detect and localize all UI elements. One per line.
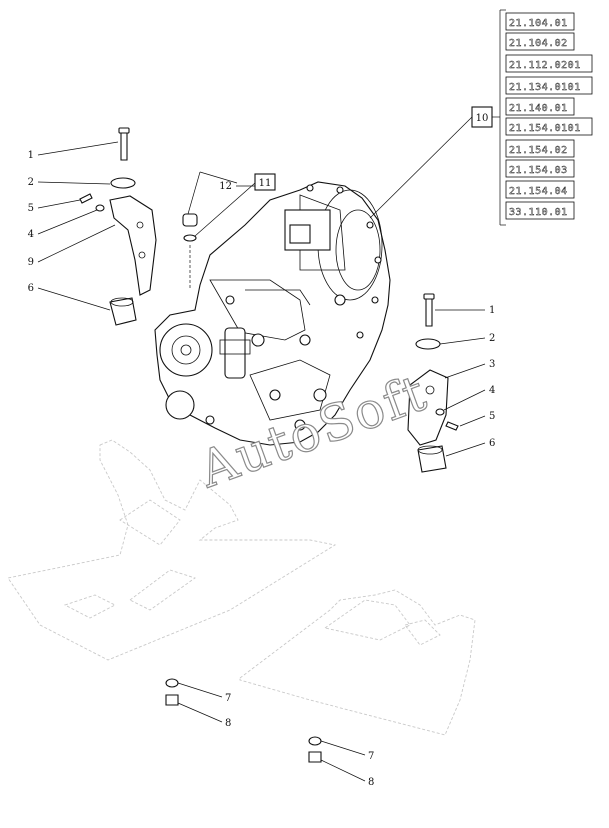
callout-box-11 bbox=[254, 173, 276, 191]
callout-label: 6 bbox=[489, 438, 495, 449]
oring-4-left bbox=[95, 204, 105, 212]
nut-8-lower-left bbox=[165, 694, 179, 706]
callout-label: 7 bbox=[225, 693, 231, 704]
lower-left-callouts: 7 8 bbox=[225, 693, 231, 729]
callout-label: 5 bbox=[489, 411, 495, 422]
chassis-ghost-outline bbox=[7, 439, 476, 736]
left-mounting-parts bbox=[79, 127, 157, 326]
reference-code: 21.154.04 bbox=[509, 186, 568, 197]
reference-box: 10 21.104.01 21.104.02 21.112.0201 21.13… bbox=[471, 9, 593, 226]
reference-code: 33.110.01 bbox=[509, 207, 568, 218]
reference-number: 10 bbox=[476, 113, 489, 124]
reference-code: 21.112.0201 bbox=[509, 60, 581, 71]
screw-5-left bbox=[79, 193, 93, 204]
reference-code: 21.134.0101 bbox=[509, 82, 581, 93]
callout-label: 1 bbox=[489, 305, 495, 316]
reference-code: 21.154.0101 bbox=[509, 123, 581, 134]
bolt-1-left bbox=[120, 131, 128, 161]
lower-center-callouts: 7 8 bbox=[368, 751, 374, 788]
washer-7-lower-left bbox=[165, 678, 179, 688]
top-center-callouts: 12 11 bbox=[219, 173, 276, 192]
callout-label: 2 bbox=[28, 177, 34, 188]
bracket-9-left bbox=[109, 195, 157, 296]
transmission-assembly bbox=[154, 181, 391, 446]
washer-7-lower-center bbox=[308, 736, 322, 746]
bolt-1-right bbox=[425, 297, 433, 327]
reference-code: 21.154.02 bbox=[509, 145, 568, 156]
right-callouts: 1 2 3 4 5 6 bbox=[489, 305, 495, 449]
plug-12 bbox=[182, 213, 198, 227]
callout-label: 11 bbox=[259, 178, 272, 189]
reference-code: 21.104.02 bbox=[509, 38, 568, 49]
callout-label: 9 bbox=[28, 257, 34, 268]
callout-label: 12 bbox=[219, 181, 232, 192]
reference-code: 21.140.01 bbox=[509, 103, 568, 114]
callout-label: 2 bbox=[489, 333, 495, 344]
bracket-3-right bbox=[407, 369, 449, 446]
callout-label: 5 bbox=[28, 203, 34, 214]
nut-8-lower-center bbox=[308, 751, 322, 763]
top-center-parts bbox=[182, 213, 198, 290]
screw-5-right bbox=[445, 421, 459, 431]
lower-parts bbox=[165, 678, 322, 763]
oring-11 bbox=[183, 234, 197, 242]
reference-code: 21.104.01 bbox=[509, 18, 568, 29]
left-callouts: 1 2 5 4 9 6 bbox=[28, 150, 34, 294]
right-mounting-parts bbox=[407, 293, 459, 473]
callout-label: 4 bbox=[28, 229, 34, 240]
reference-code: 21.154.03 bbox=[509, 165, 568, 176]
washer-2-right bbox=[415, 338, 441, 350]
leader-lines bbox=[37, 116, 486, 782]
oring-4-right bbox=[435, 408, 445, 416]
callout-label: 4 bbox=[489, 385, 495, 396]
washer-2-left bbox=[110, 177, 136, 189]
callout-label: 6 bbox=[28, 283, 34, 294]
callout-label: 8 bbox=[368, 777, 374, 788]
reference-code-list: 21.104.01 21.104.02 21.112.0201 21.134.0… bbox=[505, 12, 593, 220]
callout-label: 7 bbox=[368, 751, 374, 762]
callout-label: 8 bbox=[225, 718, 231, 729]
callout-label: 1 bbox=[28, 150, 34, 161]
mount-6-left bbox=[109, 297, 137, 326]
callout-label: 3 bbox=[489, 359, 495, 370]
